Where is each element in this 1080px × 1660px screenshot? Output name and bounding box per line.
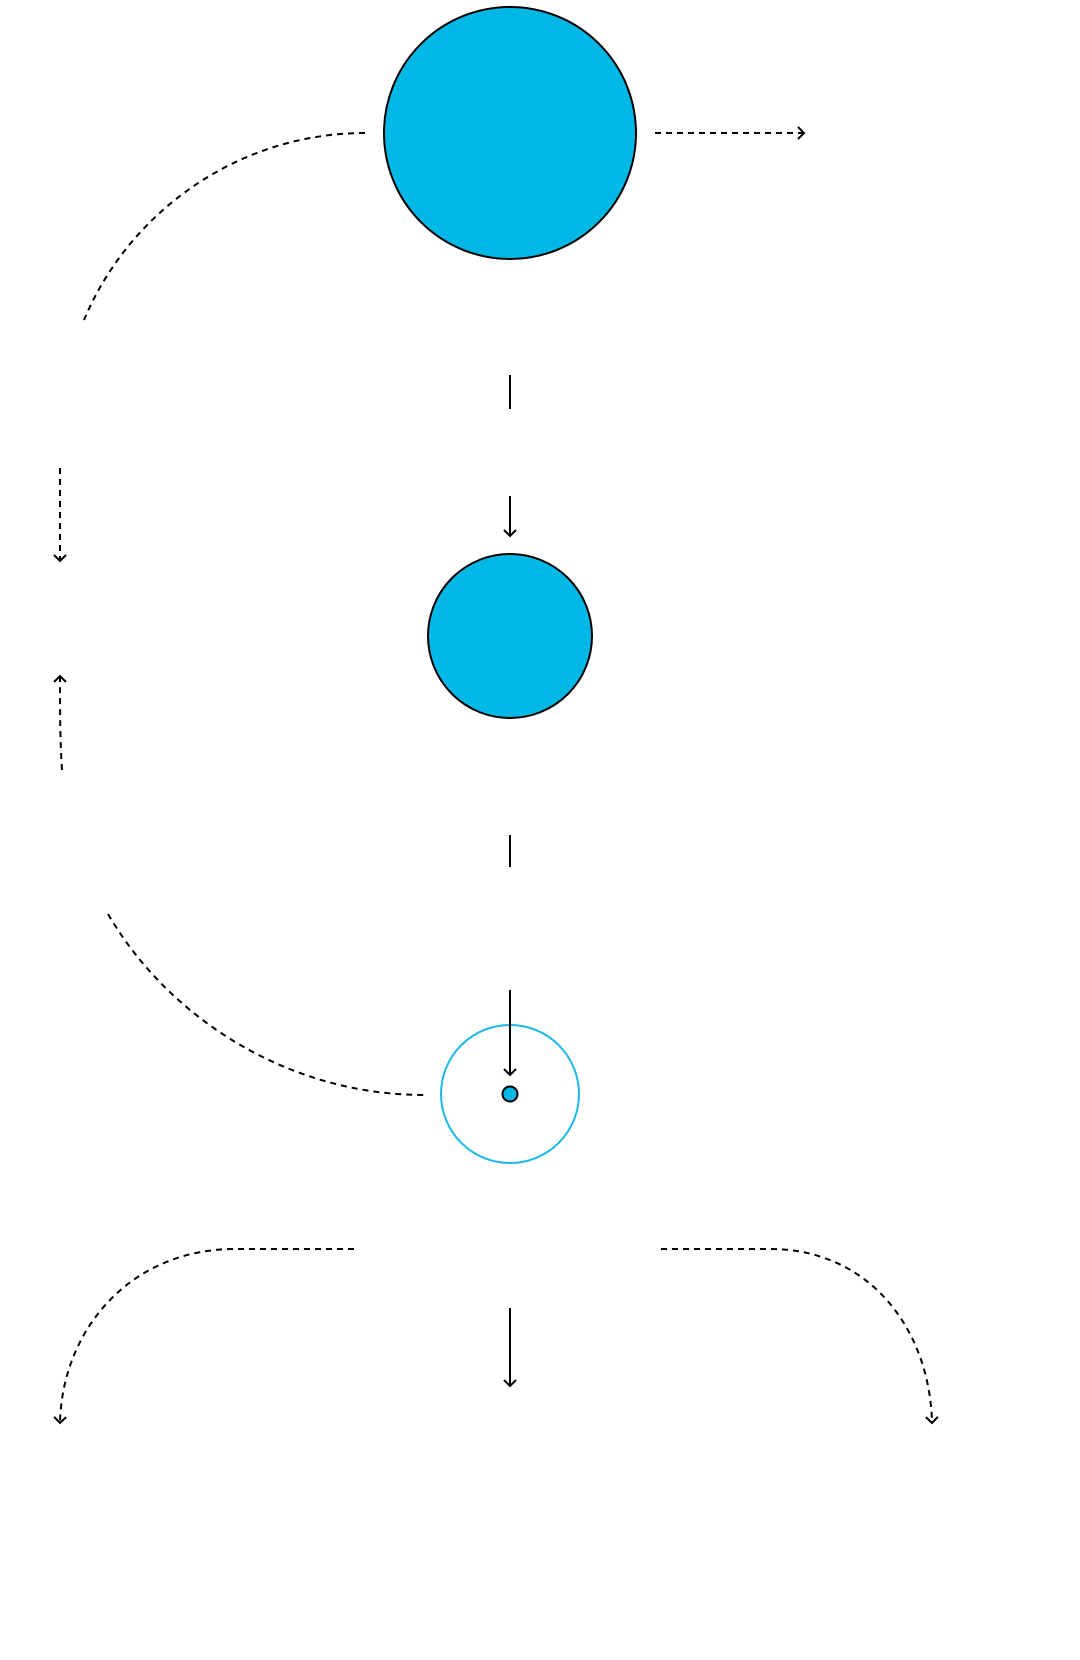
large-circle [383,6,637,260]
dashed-arrow-bottom-left [53,1248,354,1425]
dashed-arrow-left-up [53,674,67,771]
medium-circle [427,553,593,719]
dashed-arc-lower-left [107,913,425,1096]
dashed-arc-top-left [83,132,366,321]
dashed-arrow-bottom-right [661,1248,939,1425]
core-dot [501,1085,519,1103]
